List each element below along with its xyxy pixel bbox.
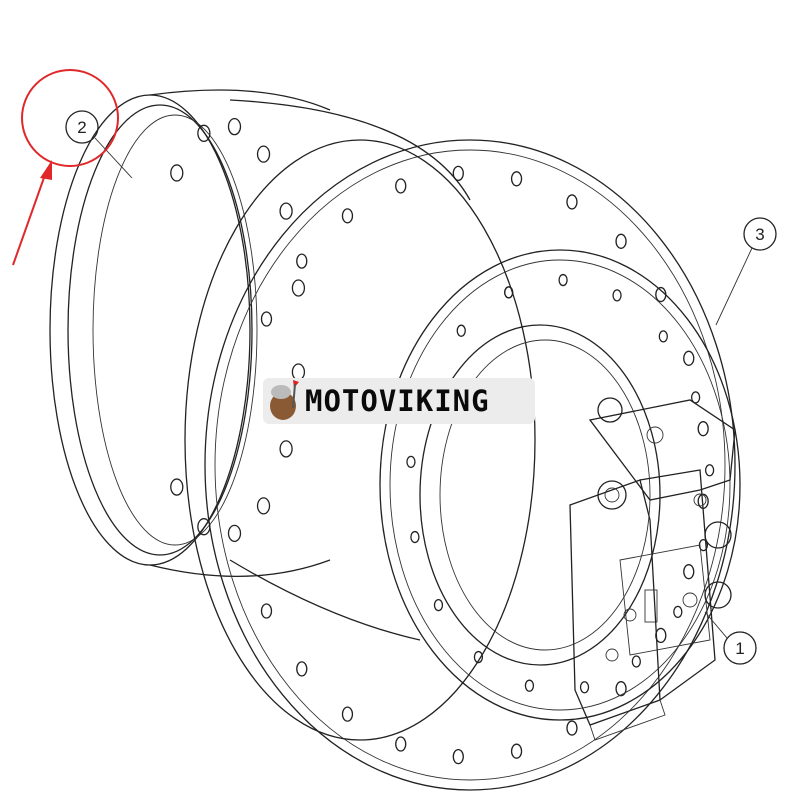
bolt-hole (673, 605, 683, 619)
svg-text:2: 2 (77, 118, 86, 137)
bolt-hole (510, 743, 523, 759)
bolt-hole (558, 273, 568, 287)
bolt-hole (690, 391, 701, 404)
callout-2: 2 (65, 110, 133, 179)
bolt-hole (473, 650, 484, 664)
bolt-hole (296, 661, 308, 677)
bolt-hole (510, 171, 523, 187)
bolt-hole (631, 655, 641, 668)
bolt-hole (612, 289, 622, 302)
watermark-text: MOTOVIKING (305, 384, 490, 418)
bolt-hole (566, 720, 578, 736)
inner-flange (379, 249, 741, 721)
main-flange (184, 139, 736, 791)
bolt-hole (256, 145, 271, 163)
bolt-hole (279, 440, 293, 458)
bolt-hole (410, 530, 420, 544)
bolt-hole (658, 330, 668, 343)
bolt-hole (452, 748, 464, 765)
bolt-hole (579, 681, 590, 694)
bolt-hole (170, 164, 184, 182)
bolt-hole (456, 324, 466, 337)
bolt-hole (452, 165, 464, 182)
bolt-hole (406, 455, 416, 469)
bolt-hole (260, 603, 273, 619)
bolt-hole (291, 279, 306, 297)
highlight-marker (12, 69, 119, 266)
bolt-hole (341, 208, 354, 224)
motoviking-watermark: MOTOVIKING (263, 378, 535, 424)
bolt-hole (227, 524, 242, 543)
callout-3: 3 (715, 217, 777, 326)
viking-mascot-icon (263, 378, 305, 424)
flange-bolt-holes (260, 165, 709, 765)
hydraulic-motor-block (569, 397, 736, 741)
bolt-hole (341, 706, 354, 722)
bolt-hole (395, 178, 407, 194)
bolt-hole (697, 421, 709, 437)
bolt-hole (260, 311, 273, 327)
drum-bolt-row (170, 117, 306, 543)
callout-1: 1 (704, 611, 757, 665)
bolt-hole (683, 350, 695, 366)
svg-text:1: 1 (735, 639, 744, 658)
bolt-hole (256, 497, 271, 515)
bolt-hole (504, 286, 514, 299)
bolt-hole (395, 736, 407, 752)
inner-flange-bolt-holes (406, 273, 715, 694)
bolt-hole (197, 124, 211, 142)
bolt-hole (524, 679, 535, 692)
bolt-hole (433, 599, 444, 612)
bolt-hole (615, 681, 627, 697)
bolt-hole (279, 202, 293, 220)
bolt-hole (227, 117, 242, 136)
bolt-hole (615, 233, 627, 249)
bolt-hole (566, 194, 578, 210)
bolt-hole (704, 464, 715, 477)
rear-drum (49, 89, 471, 641)
bolt-hole (296, 253, 308, 269)
bolt-hole (170, 478, 184, 496)
svg-text:3: 3 (755, 225, 764, 244)
bolt-hole (683, 564, 695, 580)
